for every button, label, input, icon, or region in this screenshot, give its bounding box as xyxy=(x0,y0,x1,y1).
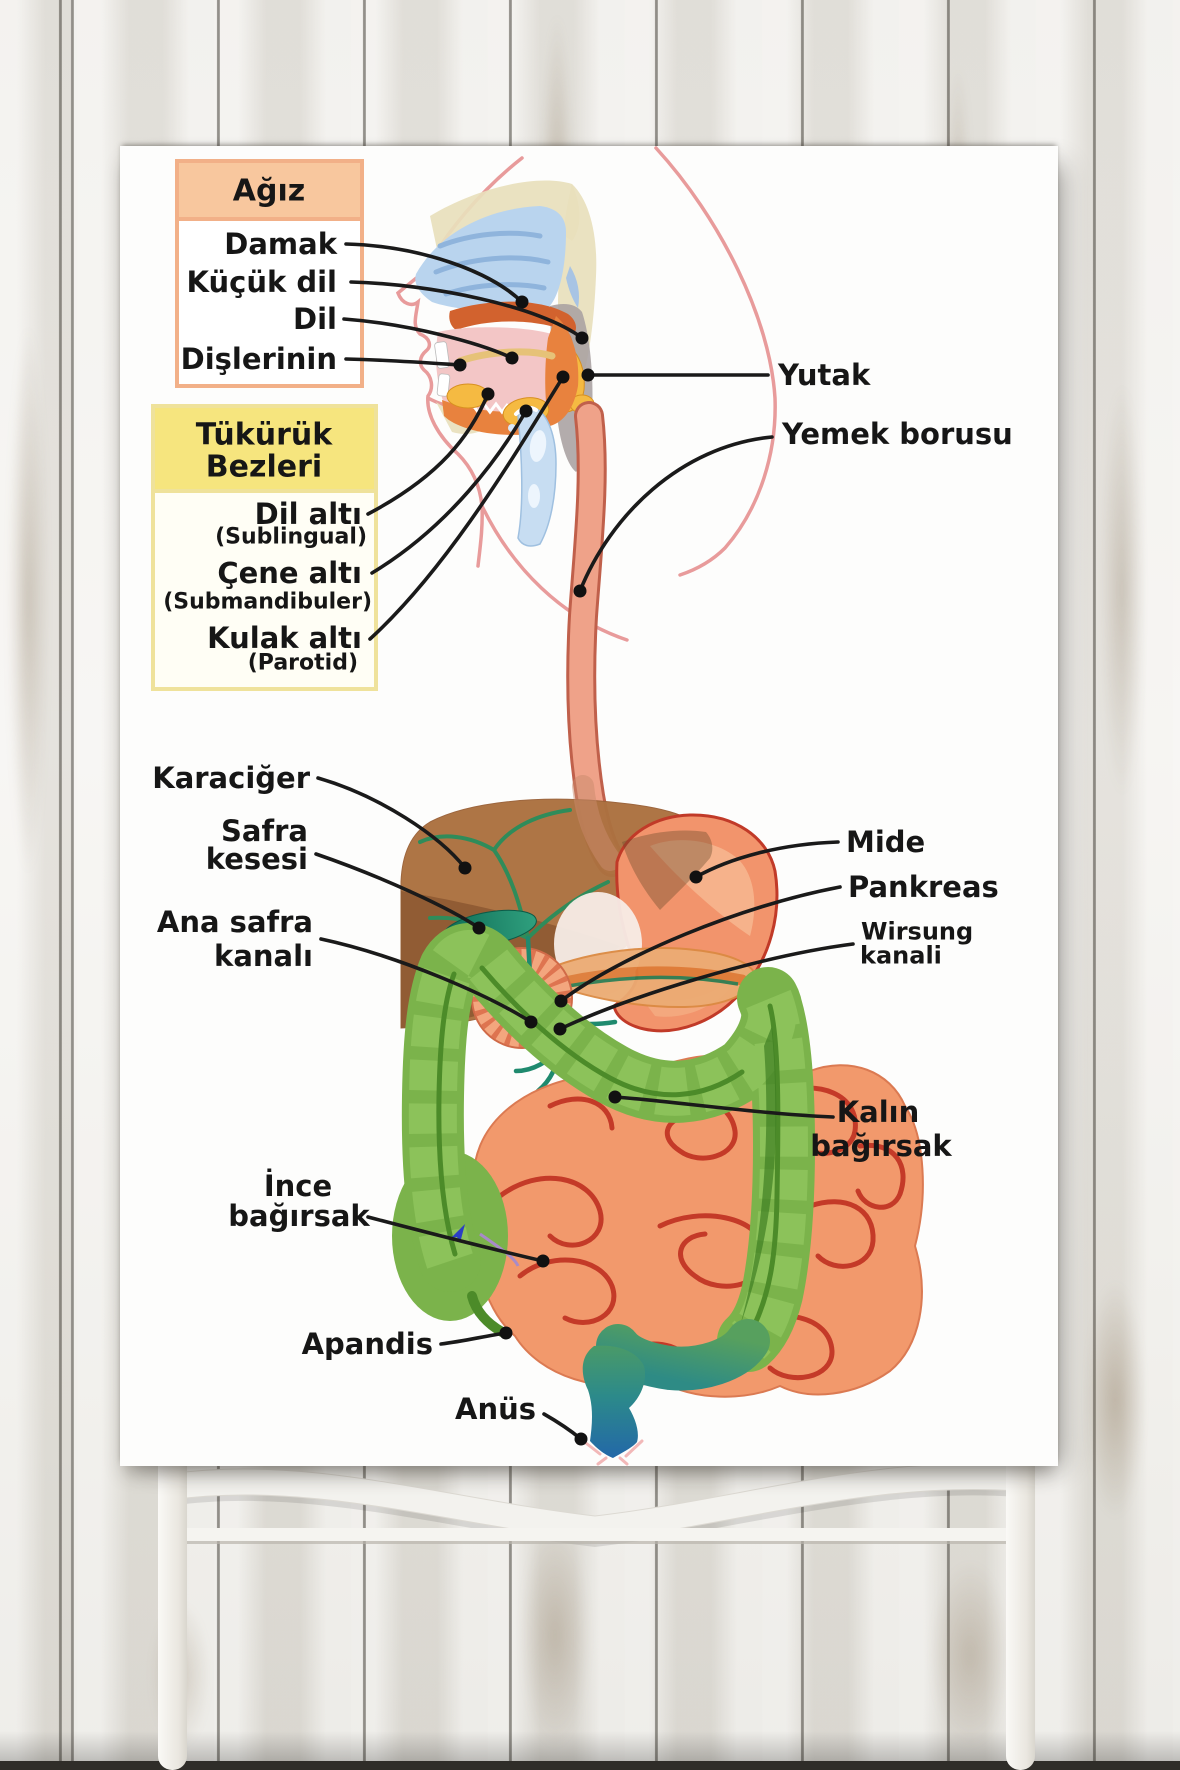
label-parotid: (Parotid) xyxy=(248,651,358,676)
label-apandis: Apandis xyxy=(302,1327,433,1361)
label-dislerinin: Dişlerinin xyxy=(181,342,337,376)
nasal-fold xyxy=(437,230,543,249)
label-ince-line2: bağırsak xyxy=(228,1199,370,1233)
colon-vein xyxy=(436,965,781,1337)
floor-shadow xyxy=(0,1731,1180,1761)
label-damak: Damak xyxy=(224,227,337,261)
head-back-line xyxy=(654,146,777,577)
label-ana-safra-line2: kanalı xyxy=(214,939,313,973)
label-kalin-line1: Kalın xyxy=(837,1095,920,1129)
label-ince-line1: İnce xyxy=(264,1169,332,1203)
nasal-fold xyxy=(443,282,547,297)
tongue-stripe xyxy=(456,348,556,365)
tukuruk-box: Tükürük Bezleri Dil altı (Sublingual) Çe… xyxy=(151,404,378,691)
label-kucuk-dil: Küçük dil xyxy=(187,265,337,299)
white-display-stand xyxy=(158,1450,1035,1770)
label-safra-line2: kesesi xyxy=(206,842,308,876)
label-mide: Mide xyxy=(846,825,925,859)
label-safra-line1: Safra xyxy=(221,814,308,848)
leader-kulak-alti xyxy=(368,375,565,641)
large-intestine-group xyxy=(392,923,815,1372)
hepatic-vessel xyxy=(526,880,610,940)
leader-dislerinin xyxy=(344,357,462,367)
label-kulak-alti: Kulak altı xyxy=(207,621,362,655)
leader-dil xyxy=(342,317,514,360)
label-cene-alti: Çene altı xyxy=(217,556,362,590)
palate-shape xyxy=(449,301,576,334)
leader-cene-alti xyxy=(370,409,528,575)
liver-overlap-shade xyxy=(622,830,713,910)
leader-dil-alti xyxy=(366,392,490,516)
label-yemek-borusu: Yemek borusu xyxy=(781,417,1013,451)
larynx-highlight xyxy=(529,430,547,462)
anatomy-poster: Ağız Damak Küçük dil Dil Dişlerinin Tükü… xyxy=(120,146,1058,1466)
label-submandibuler: (Submandibuler) xyxy=(163,590,372,615)
leader-mide xyxy=(694,840,840,879)
front-tooth xyxy=(436,373,451,397)
hepatic-vessel xyxy=(418,834,496,852)
oropharynx-wedge xyxy=(566,266,579,308)
leader-apandis xyxy=(439,1331,508,1346)
colon-haustra xyxy=(408,930,809,1359)
label-sublingual: (Sublingual) xyxy=(215,525,367,550)
stand-crossbar-shadow xyxy=(173,1541,1025,1544)
appendix-shape xyxy=(467,1291,507,1337)
label-wirsung-line1: Wirsung xyxy=(861,917,973,945)
label-pankreas: Pankreas xyxy=(848,870,999,904)
leader-kalin xyxy=(613,1095,835,1119)
intestine-fold xyxy=(547,1096,615,1131)
nasal-fold xyxy=(433,255,551,275)
label-kalin-line2: bağırsak xyxy=(810,1129,952,1163)
label-wirsung-line2: kanali xyxy=(860,941,942,969)
agiz-box: Ağız Damak Küçük dil Dil Dişlerinin xyxy=(175,159,364,388)
leader-ince xyxy=(366,1215,545,1263)
label-yutak: Yutak xyxy=(777,358,871,392)
neck-chest-line xyxy=(480,504,629,642)
label-ana-safra-line1: Ana safra xyxy=(157,905,313,939)
rectum-shape xyxy=(582,1345,646,1458)
leader-ana-safra xyxy=(319,937,533,1024)
leader-pankreas xyxy=(559,885,842,1003)
leader-karaciger xyxy=(316,776,467,870)
leader-yemek-borusu xyxy=(578,435,774,593)
hepatic-vessel xyxy=(492,808,572,852)
face-profile-line xyxy=(395,156,524,568)
esophagus-through-liver xyxy=(572,775,621,871)
front-tooth xyxy=(434,341,450,369)
intestine-fold xyxy=(807,1199,876,1269)
leader-wirsung xyxy=(558,942,855,1031)
ileocecal-arrow xyxy=(451,1224,465,1243)
stand-right-leg xyxy=(1006,1450,1035,1770)
leader-anus xyxy=(542,1412,583,1441)
label-karaciger: Karaciğer xyxy=(152,761,310,795)
larynx-highlight xyxy=(528,484,540,508)
intestine-fold xyxy=(497,1175,604,1248)
stand-left-leg xyxy=(158,1450,187,1770)
leader-lines xyxy=(314,242,855,1446)
anus-flare xyxy=(580,1438,644,1466)
colon-leaf-vein xyxy=(740,1026,777,1326)
organ-labels: Yutak Yemek borusu Karaciğer Safra keses… xyxy=(152,358,1013,1426)
larynx-shape xyxy=(517,406,557,547)
tukuruk-box-title-line2: Bezleri xyxy=(206,450,322,485)
label-dil: Dil xyxy=(293,302,337,336)
floor-line xyxy=(0,1761,1180,1770)
agiz-box-title: Ağız xyxy=(233,174,305,209)
pancreas-stripe xyxy=(559,966,748,988)
stand-crossbar xyxy=(173,1528,1025,1541)
label-anus: Anüs xyxy=(455,1392,536,1426)
leader-kucuk-dil xyxy=(349,280,584,340)
leader-damak xyxy=(344,242,524,304)
tukuruk-box-title-line1: Tükürük xyxy=(196,418,333,453)
label-dil-alti: Dil altı xyxy=(255,497,362,531)
intestine-fold xyxy=(855,1142,906,1210)
leader-safra-kesesi xyxy=(314,852,481,930)
